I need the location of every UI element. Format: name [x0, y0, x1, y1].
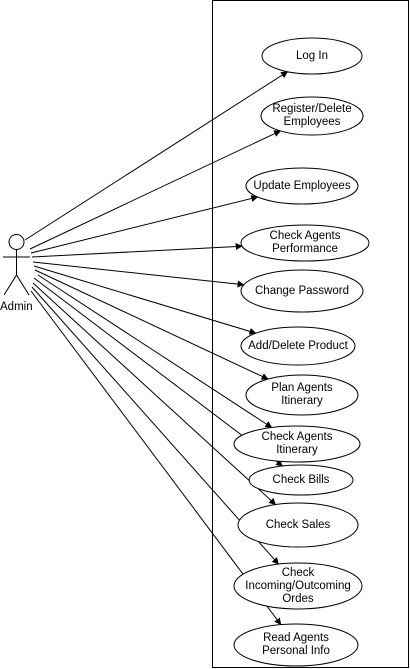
use-case-ellipse-plan-agents-itinerary[interactable]: [245, 374, 359, 416]
actor-head: [8, 234, 25, 250]
use-case-ellipse-add-delete-product[interactable]: [240, 326, 356, 366]
use-case-ellipse-check-incoming-outcoming-ordes[interactable]: [233, 562, 363, 610]
use-case-ellipse-check-bills[interactable]: [248, 464, 354, 496]
use-case-ellipse-read-agents-personal-info[interactable]: [233, 623, 359, 667]
actor-name: Admin: [0, 301, 33, 313]
use-case-ellipse-register-delete-employees[interactable]: [260, 96, 364, 136]
use-case-ellipse-check-agents-performance[interactable]: [240, 224, 370, 262]
actor-left-leg: [3, 274, 17, 296]
use-case-ellipse-check-sales[interactable]: [237, 502, 359, 548]
use-case-ellipse-log-in[interactable]: [261, 37, 363, 75]
association-arrow-log-in: [24, 71, 289, 241]
association-arrow-plan-agents-itinerary: [34, 269, 269, 380]
association-arrow-update-employees: [30, 195, 259, 254]
association-arrow-add-delete-product: [33, 265, 257, 335]
use-case-ellipse-update-employees[interactable]: [245, 167, 359, 205]
association-arrow-read-agents-personal-info: [30, 290, 282, 626]
association-arrow-register-delete-employees: [29, 130, 282, 250]
association-arrow-change-password: [32, 261, 245, 288]
association-arrow-check-bills: [33, 277, 284, 467]
use-cases-group: [233, 37, 370, 667]
association-arrow-check-incoming-outcoming-ordes: [31, 286, 279, 565]
association-arrow-check-agents-itinerary: [37, 274, 273, 428]
use-case-ellipse-check-agents-itinerary[interactable]: [233, 425, 361, 463]
association-arrow-check-sales: [32, 282, 277, 506]
association-arrow-check-agents-performance: [31, 243, 243, 258]
actor-right-leg: [16, 274, 30, 296]
use-case-ellipse-change-password[interactable]: [240, 269, 364, 313]
associations-group: [24, 71, 289, 626]
admin-actor-icon[interactable]: [3, 234, 30, 296]
